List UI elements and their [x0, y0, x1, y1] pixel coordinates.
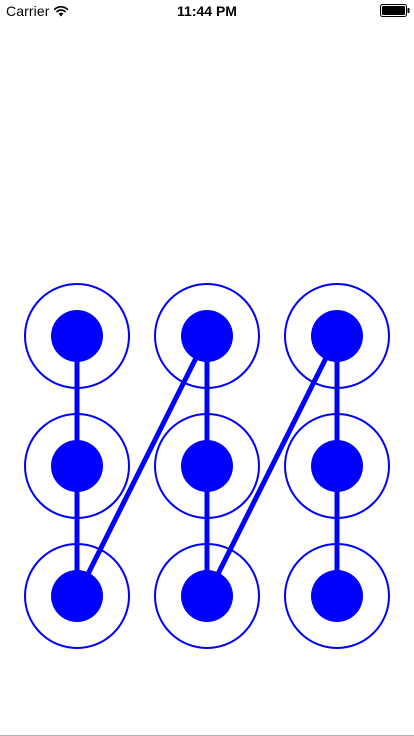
pattern-node-8[interactable] — [154, 543, 260, 649]
pattern-node-ring — [154, 543, 260, 649]
pattern-node-3[interactable] — [284, 283, 390, 389]
pattern-segment — [74, 333, 210, 599]
pattern-node-dot — [51, 570, 103, 622]
pattern-node-dot — [51, 310, 103, 362]
pattern-node-2[interactable] — [154, 283, 260, 389]
pattern-node-1[interactable] — [24, 283, 130, 389]
pattern-node-ring — [284, 283, 390, 389]
pattern-node-ring — [24, 283, 130, 389]
status-bar: Carrier 11:44 PM — [0, 0, 414, 20]
pattern-segment — [204, 333, 340, 599]
pattern-grid — [24, 283, 390, 649]
pattern-node-dot — [181, 570, 233, 622]
battery-full-icon — [380, 4, 410, 17]
pattern-node-ring — [24, 413, 130, 519]
pattern-node-ring — [24, 543, 130, 649]
pattern-node-ring — [284, 413, 390, 519]
pattern-node-ring — [284, 543, 390, 649]
pattern-node-5[interactable] — [154, 413, 260, 519]
wifi-icon — [54, 5, 69, 17]
pattern-node-dot — [311, 310, 363, 362]
pattern-node-4[interactable] — [24, 413, 130, 519]
pattern-node-9[interactable] — [284, 543, 390, 649]
carrier-label: Carrier — [6, 3, 50, 19]
status-time: 11:44 PM — [177, 3, 237, 19]
pattern-node-dot — [181, 310, 233, 362]
pattern-node-6[interactable] — [284, 413, 390, 519]
pattern-node-7[interactable] — [24, 543, 130, 649]
carrier-group: Carrier — [6, 3, 69, 19]
pattern-node-dot — [311, 570, 363, 622]
pattern-node-dot — [311, 440, 363, 492]
pattern-node-ring — [154, 413, 260, 519]
pattern-node-dot — [51, 440, 103, 492]
pattern-node-ring — [154, 283, 260, 389]
pattern-node-dot — [181, 440, 233, 492]
